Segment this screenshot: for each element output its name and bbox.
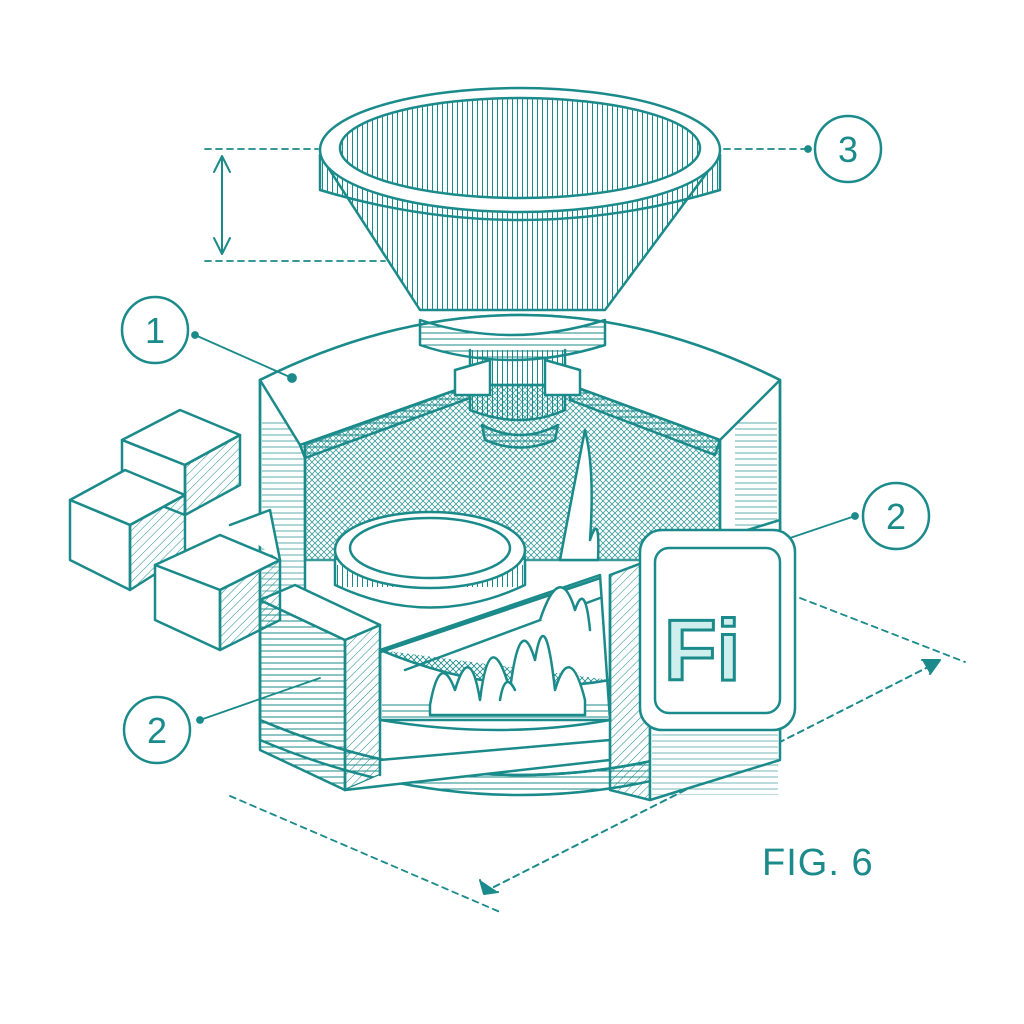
callout-1-circle: [120, 295, 190, 365]
callout-2-left-label: 2: [147, 710, 167, 751]
callout-3-label: 3: [838, 129, 858, 170]
callout-1-label: 1: [145, 310, 165, 351]
cube-icon-left: [68, 468, 187, 592]
fi-badge-icon: [638, 528, 797, 732]
hopper-funnel: [318, 86, 722, 449]
dimension-lines: [204, 148, 966, 913]
left-door-block: [258, 583, 612, 792]
callout-2-left-circle: [122, 695, 192, 765]
callout-2-right-label: 2: [886, 496, 906, 537]
fi-badge-label: Fi: [664, 603, 740, 699]
callout-leaders: [191, 145, 859, 724]
disc-platter: [333, 510, 527, 609]
cube-icon-top: [120, 408, 242, 517]
figure-caption: FIG. 6: [762, 842, 874, 884]
flame-icon: [428, 428, 600, 717]
callout-2-right-circle: [861, 481, 931, 551]
cube-icon-front: [153, 508, 282, 652]
callout-3-circle: [813, 114, 883, 184]
